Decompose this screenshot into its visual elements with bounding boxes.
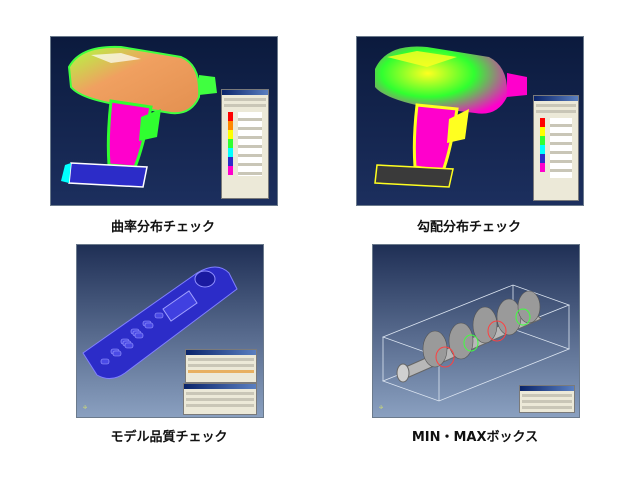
curvature-viewport[interactable]	[50, 36, 278, 206]
caption-draft: 勾配分布チェック	[416, 220, 521, 235]
min-max-dialog[interactable]	[519, 385, 575, 413]
axis-triad-icon: ✢	[83, 405, 88, 411]
caption-min-max: MIN・MAXボックス	[411, 430, 539, 445]
dialog-title-bar[interactable]	[534, 96, 578, 101]
draft-legend-dialog[interactable]	[533, 95, 579, 201]
dialog-title-bar[interactable]	[222, 90, 268, 95]
curvature-legend-dialog[interactable]	[221, 89, 269, 199]
axis-triad-icon: ✢	[379, 405, 384, 411]
crankshaft-model	[373, 245, 579, 417]
model-quality-dialog-top[interactable]	[185, 349, 257, 383]
dialog-title-bar[interactable]	[186, 350, 256, 355]
model-quality-dialog-bottom[interactable]	[183, 383, 257, 415]
draft-viewport[interactable]	[356, 36, 584, 206]
min-max-viewport[interactable]: ✢	[372, 244, 580, 418]
dialog-title-bar[interactable]	[520, 386, 574, 391]
caption-model-quality: モデル品質チェック	[110, 430, 228, 445]
dialog-title-bar[interactable]	[184, 384, 256, 389]
caption-curvature: 曲率分布チェック	[110, 220, 215, 235]
model-quality-viewport[interactable]: ✢	[76, 244, 264, 418]
phone-model	[77, 245, 263, 417]
